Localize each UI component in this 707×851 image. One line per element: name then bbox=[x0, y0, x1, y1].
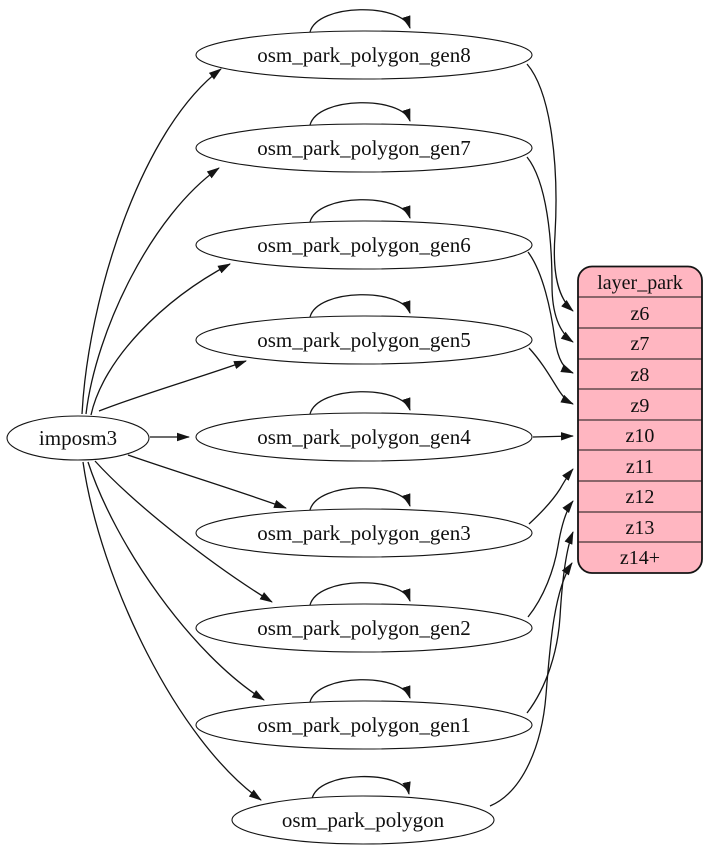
polygon-label: osm_park_polygon bbox=[282, 808, 445, 832]
edge-gen3-z11 bbox=[528, 468, 574, 525]
layer-row-z6: z6 bbox=[631, 303, 650, 325]
node-osm-park-polygon-gen5: osm_park_polygon_gen5 bbox=[195, 315, 533, 365]
imposm3-label: imposm3 bbox=[39, 426, 117, 450]
edge-gen5-z9 bbox=[528, 347, 574, 405]
gen4-label: osm_park_polygon_gen4 bbox=[257, 425, 471, 449]
gen1-ellipse bbox=[195, 700, 533, 750]
layer-row-z14plus: z14+ bbox=[620, 547, 660, 569]
gen8-label: osm_park_polygon_gen8 bbox=[257, 43, 470, 67]
node-osm-park-polygon-gen3: osm_park_polygon_gen3 bbox=[195, 508, 533, 558]
layer-row-z7: z7 bbox=[631, 333, 650, 355]
self-loop-gen8 bbox=[309, 9, 411, 33]
node-osm-park-polygon-gen7: osm_park_polygon_gen7 bbox=[195, 123, 533, 173]
layer-row-z12: z12 bbox=[626, 486, 655, 508]
node-osm-park-polygon: osm_park_polygon bbox=[231, 795, 495, 845]
edge-gen4-z10 bbox=[532, 432, 574, 441]
polygon-ellipse bbox=[231, 795, 495, 845]
layer-row-z11: z11 bbox=[626, 456, 654, 478]
gen1-label: osm_park_polygon_gen1 bbox=[257, 713, 470, 737]
self-loop-gen5 bbox=[309, 294, 411, 318]
gen3-ellipse bbox=[195, 508, 533, 558]
self-loop-gen4 bbox=[309, 391, 411, 415]
edge-imposm3-gen6 bbox=[90, 263, 231, 416]
gen6-label: osm_park_polygon_gen6 bbox=[257, 233, 470, 257]
gen3-label: osm_park_polygon_gen3 bbox=[257, 521, 470, 545]
gen4-ellipse bbox=[195, 412, 533, 462]
node-osm-park-polygon-gen2: osm_park_polygon_gen2 bbox=[195, 603, 533, 653]
gen7-label: osm_park_polygon_gen7 bbox=[257, 136, 470, 160]
edge-imposm3-gen8 bbox=[81, 68, 222, 415]
edge-gen6-z8 bbox=[527, 251, 574, 374]
gen2-ellipse bbox=[195, 603, 533, 653]
node-osm-park-polygon-gen1: osm_park_polygon_gen1 bbox=[195, 700, 533, 750]
edge-imposm3-gen5 bbox=[98, 360, 247, 412]
edge-gen7-z7 bbox=[526, 156, 574, 343]
edge-imposm3-polygon bbox=[82, 461, 262, 801]
layer-park-title: layer_park bbox=[597, 272, 683, 294]
edge-imposm3-gen7 bbox=[85, 167, 220, 415]
edge-imposm3-gen3 bbox=[127, 454, 287, 509]
layer-row-z13: z13 bbox=[626, 517, 655, 539]
gen5-ellipse bbox=[195, 315, 533, 365]
edge-gen2-z12 bbox=[527, 500, 574, 618]
self-loop-gen3 bbox=[309, 487, 411, 511]
edges-to-layer bbox=[489, 63, 574, 807]
layer-row-z10: z10 bbox=[626, 425, 655, 447]
self-loop-gen1 bbox=[309, 679, 411, 703]
gen7-ellipse bbox=[195, 123, 533, 173]
self-loop-gen6 bbox=[309, 199, 411, 223]
node-osm-park-polygon-gen4: osm_park_polygon_gen4 bbox=[195, 412, 533, 462]
node-osm-park-polygon-gen6: osm_park_polygon_gen6 bbox=[195, 220, 533, 270]
gen6-ellipse bbox=[195, 220, 533, 270]
edges-from-source bbox=[81, 68, 287, 801]
node-imposm3: imposm3 bbox=[6, 415, 150, 461]
self-loop-gen7 bbox=[309, 102, 411, 126]
imposm3-ellipse bbox=[6, 415, 150, 461]
edge-imposm3-gen1 bbox=[87, 461, 265, 701]
node-layer-park: layer_park z6 z7 z8 z9 z10 z11 z12 z13 z… bbox=[577, 265, 703, 574]
layer-row-z9: z9 bbox=[631, 395, 650, 417]
gen5-label: osm_park_polygon_gen5 bbox=[257, 328, 470, 352]
layer-row-z8: z8 bbox=[631, 364, 650, 386]
self-loop-polygon bbox=[311, 775, 411, 800]
edge-gen1-z13 bbox=[526, 531, 574, 714]
self-loop-gen2 bbox=[309, 582, 411, 606]
gen8-ellipse bbox=[195, 30, 533, 80]
node-osm-park-polygon-gen8: osm_park_polygon_gen8 bbox=[195, 30, 533, 80]
self-loop-edges bbox=[309, 9, 411, 800]
edge-polygon-z14 bbox=[489, 562, 573, 807]
edge-gen8-z6 bbox=[526, 63, 574, 312]
edge-imposm3-gen2 bbox=[94, 460, 273, 603]
gen2-label: osm_park_polygon_gen2 bbox=[257, 616, 470, 640]
